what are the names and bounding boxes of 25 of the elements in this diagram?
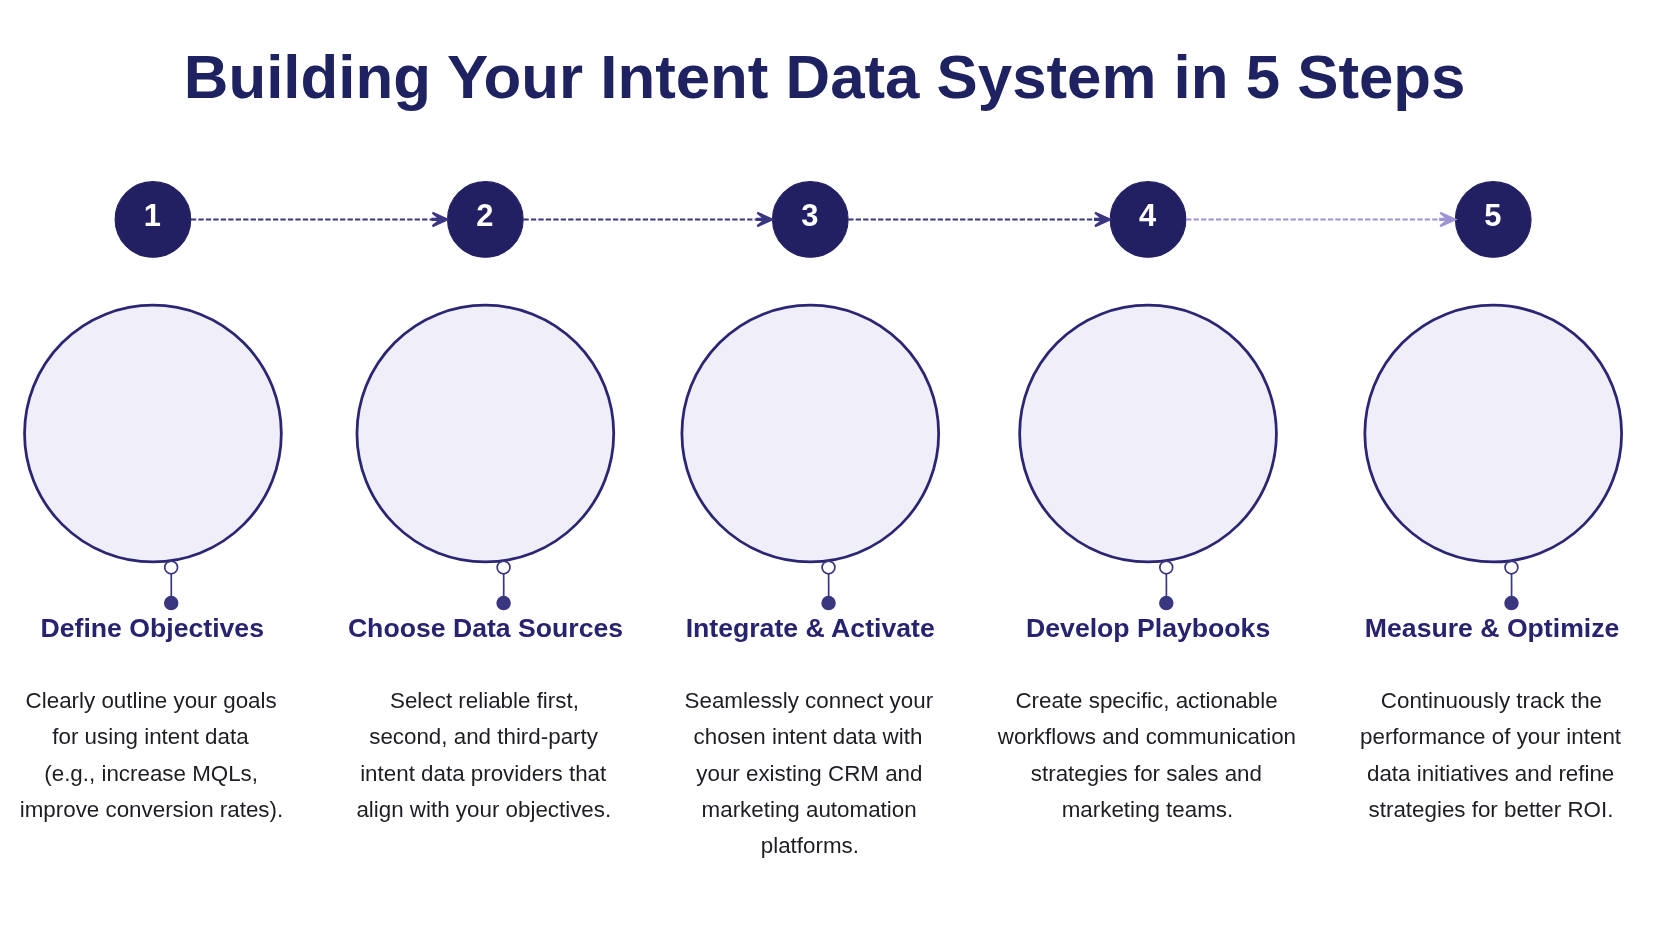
arrow — [1185, 211, 1456, 227]
node-text: Define Objectives Clearly outline your goals for using intent data (e.g., increase MQLs, improve conversion rates). — [19, 612, 283, 822]
arrow — [847, 211, 1111, 227]
node-circle — [680, 303, 940, 563]
node-circle — [355, 303, 615, 563]
connector — [1503, 559, 1519, 610]
node-text: Measure & Optimize Continuously track the performance of your intent data initiatives and refine strategies for better ROI. — [1359, 612, 1621, 822]
connector — [495, 559, 511, 610]
node-text: Integrate & Activate Seamlessly connect your chosen intent data with your existing CRM and marketing automation platforms. — [684, 612, 935, 858]
node-circle: 5 — [1454, 180, 1532, 258]
node-circle: 1 — [114, 180, 191, 258]
connector — [820, 559, 836, 610]
node-circle — [1017, 303, 1278, 563]
node-circle — [1362, 303, 1623, 563]
node-circle: 4 — [1109, 180, 1186, 258]
arrow — [190, 211, 448, 227]
node-text: Choose Data Sources Select reliable first, second, and third-party intent data providers that align with your objectives. — [347, 612, 623, 822]
diagram-title: Building Your Intent Data System in 5 Steps — [183, 41, 1465, 111]
node-circle: 2 — [446, 180, 524, 258]
node-circle: 3 — [771, 180, 849, 258]
connector — [1158, 559, 1174, 610]
arrow — [522, 211, 773, 227]
node-text: Develop Playbooks Create specific, actionable workflows and communication strategies for sales and marketing teams. — [997, 612, 1296, 822]
node-circle — [22, 303, 283, 563]
connector — [163, 559, 178, 610]
